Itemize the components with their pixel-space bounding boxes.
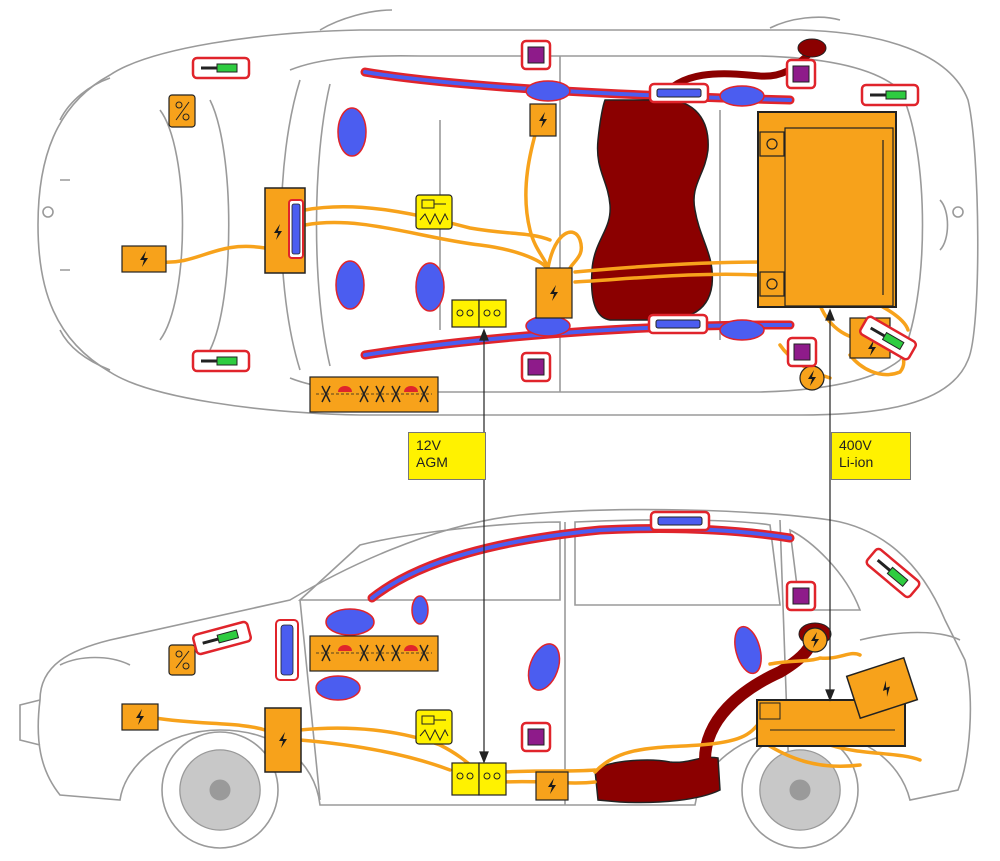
- seatbelt-tensioner-top-right: [191, 349, 251, 373]
- battery-12v-icon: [451, 762, 507, 796]
- seatbelt-pretensioner-icon: [415, 709, 453, 745]
- battery-hv-type: Li-ion: [839, 454, 874, 470]
- fuel-filler-side: [699, 634, 818, 766]
- battery-12v-voltage: 12V: [416, 437, 441, 453]
- seatbelt-tensioner-top-left: [191, 56, 251, 80]
- fuel-filler-cap-top: [797, 38, 827, 58]
- airbag-icon: [525, 315, 571, 337]
- battery-hv-voltage: 400V: [839, 437, 872, 453]
- airbag-icon: [415, 262, 445, 312]
- top-airbags: [335, 80, 765, 341]
- seatbelt-tensioner-side-rear: [863, 545, 923, 601]
- gas-inflator-top-right: [647, 313, 709, 335]
- side-hv-rear-unit: [845, 656, 919, 720]
- side-airbags: [315, 595, 762, 701]
- airbag-icon: [325, 608, 375, 636]
- top-hv-battery: [757, 111, 897, 308]
- side-hv-battery: [756, 699, 906, 747]
- airbag-icon: [719, 85, 765, 107]
- airbag-icon: [411, 595, 429, 625]
- callout-arrows: [479, 308, 835, 764]
- side-steering-inflator: [275, 619, 299, 681]
- control-unit-icon: [786, 336, 818, 368]
- battery-12v-label: 12V AGM: [408, 432, 486, 480]
- airbag-icon: [527, 643, 561, 691]
- high-voltage-icon: [802, 627, 828, 653]
- side-hv-unit-front: [264, 707, 302, 773]
- airbag-icon: [734, 625, 762, 675]
- gas-inflator-icon: [168, 644, 196, 676]
- control-unit-icon: [520, 351, 552, 383]
- high-voltage-icon: [799, 365, 825, 391]
- high-voltage-icon: [121, 703, 159, 731]
- airbag-icon: [335, 260, 365, 310]
- control-unit-icon: [785, 58, 817, 90]
- side-wheels: [179, 749, 841, 831]
- battery-12v-icon: [451, 299, 507, 328]
- battery-hv-label: 400V Li-ion: [831, 432, 911, 480]
- control-unit-icon: [785, 580, 817, 612]
- side-curtain-airbag: [367, 523, 795, 603]
- high-voltage-icon: [535, 267, 573, 319]
- control-unit-icon: [520, 39, 552, 71]
- gas-inflator-top-left: [648, 82, 710, 104]
- fuel-tank-top: [590, 99, 714, 321]
- control-unit-icon: [520, 721, 552, 753]
- high-voltage-icon: [121, 245, 167, 273]
- seatbelt-pretensioner-icon: [415, 194, 453, 230]
- airbag-icon: [315, 675, 361, 701]
- high-voltage-icon: [529, 103, 557, 137]
- gas-inflator-icon: [168, 94, 196, 128]
- seatbelt-tensioner-top-rear: [860, 83, 920, 107]
- airbag-strip-top: [309, 376, 439, 413]
- top-hv-unit-front: [264, 187, 306, 274]
- airbag-icon: [525, 80, 571, 102]
- high-voltage-icon: [535, 771, 569, 801]
- airbag-icon: [337, 107, 367, 157]
- seatbelt-tensioner-side-front: [190, 619, 254, 657]
- battery-12v-type: AGM: [416, 454, 448, 470]
- airbag-icon: [719, 319, 765, 341]
- gas-inflator-side-roof: [649, 510, 711, 532]
- airbag-strip-side: [309, 635, 439, 672]
